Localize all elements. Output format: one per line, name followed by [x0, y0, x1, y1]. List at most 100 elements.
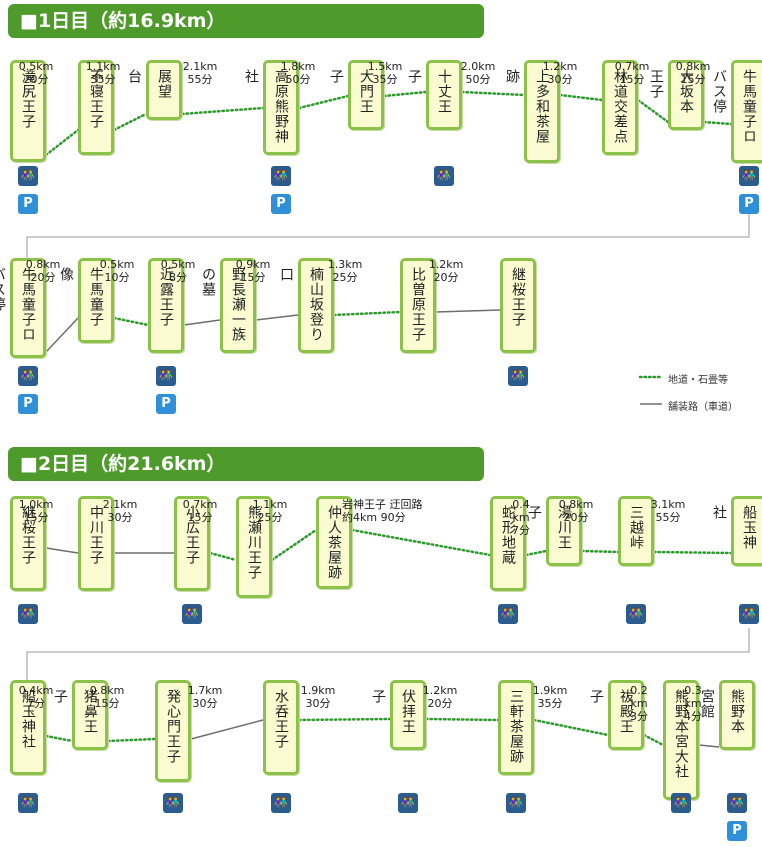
day1-row1-route-segment-4 [297, 94, 350, 110]
day1-row-continuation [26, 214, 750, 258]
day2-row1-route-segment-1 [45, 547, 79, 554]
segment-time: 7分 [512, 524, 530, 537]
restroom-icon: 👫 [271, 166, 291, 186]
segment-distance: 1.7km [187, 684, 223, 697]
segment-distance: 1.5km [367, 60, 403, 73]
segment-distance: 2.0km [460, 60, 496, 73]
parking-icon: P [18, 394, 38, 414]
segment-time: 20分 [23, 73, 49, 86]
segment-distance: 2.1km [182, 60, 218, 73]
segment-distance: 3.1km [650, 498, 686, 511]
segment-distance: 0.8km [25, 258, 61, 271]
restroom-icon: 👫 [739, 604, 759, 624]
day2-row2-route-segment-4 [297, 717, 392, 722]
segment-distance: 1.3km [327, 258, 363, 271]
segment-time: 7分 [27, 697, 45, 710]
day2-row2-route-segment-6 [532, 718, 610, 737]
day1-row1-route-segment-3 [180, 106, 265, 116]
segment-distance: 2.1km [102, 498, 138, 511]
segment-time: 8分 [169, 271, 187, 284]
parking-icon: P [739, 194, 759, 214]
segment-distance: 0.5km [160, 258, 196, 271]
segment-time: 20分 [30, 271, 56, 284]
restroom-icon: 👫 [498, 604, 518, 624]
day1-row2-route-segment-5 [332, 310, 402, 317]
restroom-icon: 👫 [727, 793, 747, 813]
segment-distance: 0.8km [558, 498, 594, 511]
segment-distance: 0.2 km [630, 684, 648, 710]
segment-distance: 0.3 km [684, 684, 702, 710]
parking-icon: P [271, 194, 291, 214]
day2-row1-stop-2: 中川王子 [78, 496, 114, 591]
segment-distance: 岩神王子 迂回路 [342, 498, 423, 511]
segment-time: 約4km 90分 [342, 511, 406, 524]
day1-row1-route-segment-1 [44, 128, 80, 157]
day2-row2-stop-4: 水呑王子 [263, 680, 299, 775]
segment-time: 30分 [547, 73, 573, 86]
restroom-icon: 👫 [18, 366, 38, 386]
day1-row2-stop-7: 継桜王子 [500, 258, 536, 353]
day2-row1-stop-8: 三越峠 [618, 496, 654, 566]
day2-row1-route-segment-7 [580, 549, 620, 554]
day2-row2-stop-6: 三軒茶屋跡 [498, 680, 534, 775]
restroom-icon: 👫 [163, 793, 183, 813]
segment-time: 35分 [90, 73, 116, 86]
segment-time: 25分 [332, 271, 358, 284]
day1-row1-stop-6: 十丈王子 [406, 60, 462, 130]
day2-row2-stop-1: 船玉神社 [10, 680, 46, 775]
segment-time: 35分 [372, 73, 398, 86]
restroom-icon: 👫 [434, 166, 454, 186]
day1-row1-stop-9: 大坂本王子 [648, 60, 704, 130]
day2-row2-stop-3: 発心門王子 [155, 680, 191, 782]
day1-row2-stop-5: 楠山坂登り口 [278, 258, 334, 353]
day2-row1-route-segment-6 [524, 549, 548, 557]
parking-icon: P [727, 821, 747, 841]
day1-row1-stop-4: 高原熊野神社 [243, 60, 299, 155]
day2-row1-route-segment-8 [652, 550, 733, 555]
segment-time: 20分 [563, 511, 589, 524]
legend-paved-label: 舗装路（車道） [668, 402, 738, 413]
segment-distance: 0.4km [18, 684, 54, 697]
restroom-icon: 👫 [18, 793, 38, 813]
day2-row1-stop-9: 船玉神社 [711, 496, 762, 566]
day2-row1-stop-4: 熊瀬川王子 [236, 496, 272, 598]
day1-row1-stop-3: 展望台 [126, 60, 182, 120]
segment-distance: 1.9km [300, 684, 336, 697]
segment-distance: 0.8km [89, 684, 125, 697]
segment-distance: 1.1km [85, 60, 121, 73]
segment-distance: 0.5km [18, 60, 54, 73]
day1-row2-route-segment-1 [45, 317, 79, 353]
day1-row1-stop-2: 不寝王子 [78, 60, 114, 155]
segment-time: 15分 [240, 271, 266, 284]
parking-icon: P [18, 194, 38, 214]
day1-row1-stop-8: 林道交差点 [602, 60, 638, 155]
day1-row2-stop-6: 比曽原王子 [400, 258, 436, 353]
day2-row2-stop-8: 熊野本宮大社 [663, 680, 699, 800]
restroom-icon: 👫 [271, 793, 291, 813]
day2-row2-stop-7: 祓殿王子 [588, 680, 644, 750]
parking-icon: P [156, 394, 176, 414]
day1-row1-route-segment-9 [702, 120, 733, 126]
segment-time: 15分 [187, 511, 213, 524]
day1-row1-route-segment-5 [382, 90, 428, 98]
restroom-icon: 👫 [506, 793, 526, 813]
day1-row2-stop-1: 牛馬童子ロバス停 [0, 258, 46, 358]
day1-row1-route-segment-8 [636, 98, 670, 124]
segment-time: 20分 [433, 271, 459, 284]
segment-distance: 1.8km [280, 60, 316, 73]
restroom-icon: 👫 [626, 604, 646, 624]
day2-row-continuation [26, 628, 750, 680]
